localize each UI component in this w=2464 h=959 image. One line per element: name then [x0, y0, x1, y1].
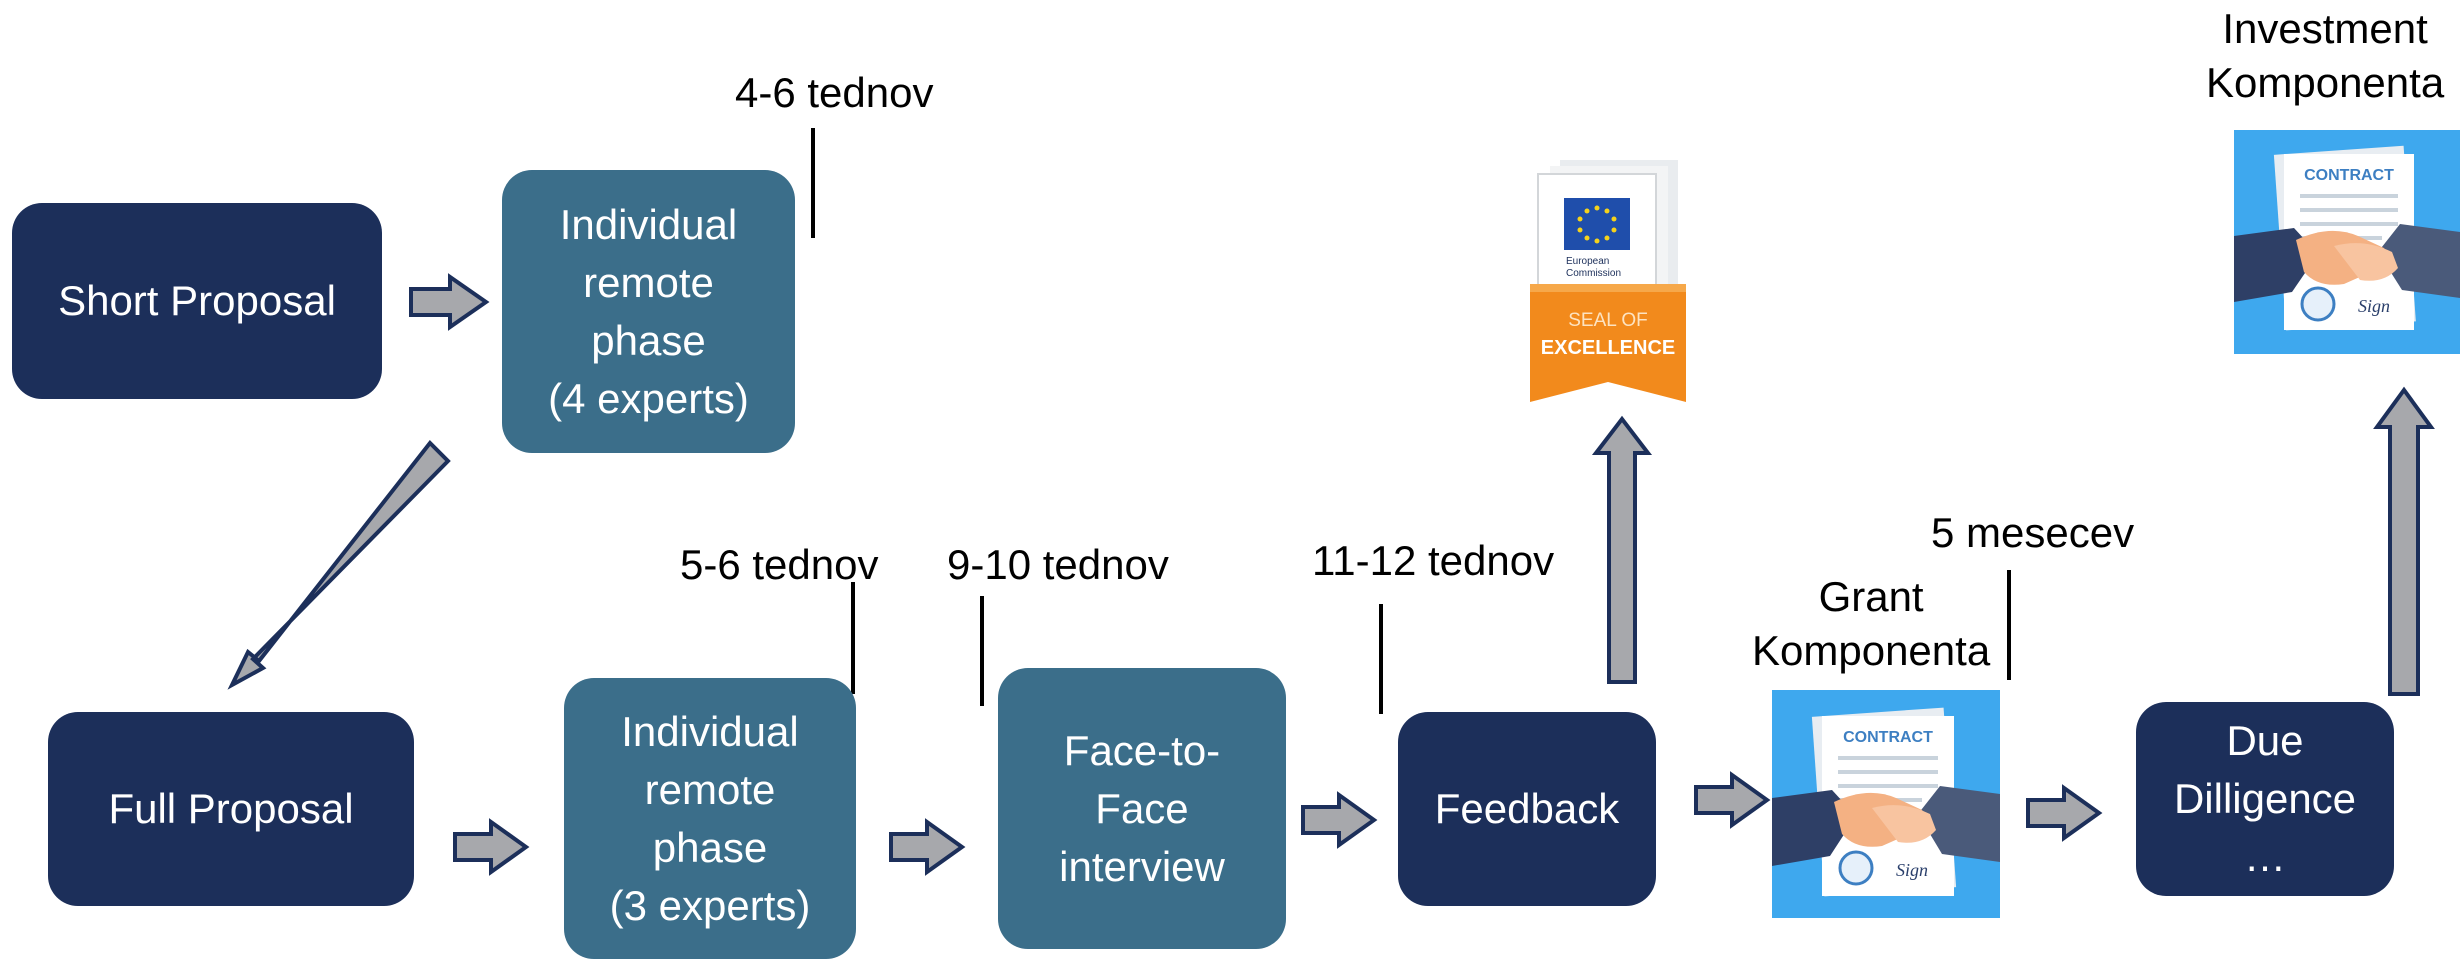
duration-label-remote-3: 5-6 tednov: [680, 541, 879, 588]
arrow-feedback-to-seal: [1591, 415, 1653, 684]
box-remote-phase-4-experts: Individual remote phase (4 experts): [502, 170, 795, 453]
svg-text:SEAL OF: SEAL OF: [1568, 310, 1648, 331]
box-full-proposal: Full Proposal: [48, 712, 414, 906]
contract-handshake-icon-investment: CONTRACT Sign: [2234, 130, 2460, 354]
box-feedback-label: Feedback: [1434, 785, 1620, 832]
svg-text:EXCELLENCE: EXCELLENCE: [1541, 337, 1675, 359]
svg-text:CONTRACT: CONTRACT: [2304, 167, 2394, 184]
arrow-short-to-remote: [409, 273, 490, 331]
investment-component-label: Investment Komponenta: [2206, 5, 2445, 106]
box-due-diligence-label: Due Dilligence …: [2173, 717, 2357, 880]
duration-label-grant: 5 mesecev: [1931, 509, 2135, 556]
box-face-to-face-label: Face-to- Face interview: [1059, 726, 1225, 890]
svg-text:Sign: Sign: [2358, 296, 2390, 316]
svg-text:Sign: Sign: [1896, 860, 1928, 880]
seal-of-excellence-icon: European Commission SEAL OF EXCELLENCE: [1524, 156, 1704, 406]
arrow-interview-to-feedback: [1301, 791, 1378, 849]
contract-handshake-icon-grant: CONTRACT Sign: [1772, 690, 2000, 918]
box-short-proposal-label: Short Proposal: [58, 277, 336, 324]
arrow-grant-to-due-diligence: [2026, 784, 2103, 842]
svg-text:CONTRACT: CONTRACT: [1843, 729, 1933, 746]
duration-label-remote-4: 4-6 tednov: [735, 69, 934, 116]
arrow-short-to-full: [227, 439, 451, 690]
box-remote-phase-3-label: Individual remote phase (3 experts): [609, 707, 811, 929]
box-full-proposal-label: Full Proposal: [108, 785, 354, 832]
svg-text:Commission: Commission: [1566, 268, 1621, 279]
box-feedback: Feedback: [1398, 712, 1656, 906]
duration-label-interview: 9-10 tednov: [947, 541, 1169, 588]
box-face-to-face-interview: Face-to- Face interview: [998, 668, 1286, 949]
svg-text:European: European: [1566, 256, 1609, 267]
duration-label-feedback: 11-12 tednov: [1312, 537, 1555, 584]
box-remote-phase-3-experts: Individual remote phase (3 experts): [564, 678, 856, 959]
arrow-full-to-remote: [453, 818, 530, 876]
arrow-remote-to-interview: [889, 818, 966, 876]
box-short-proposal: Short Proposal: [12, 203, 382, 399]
box-due-diligence: Due Dilligence …: [2136, 702, 2394, 896]
box-remote-phase-4-label: Individual remote phase (4 experts): [548, 200, 749, 422]
arrow-feedback-to-grant: [1694, 771, 1771, 829]
grant-component-label: Grant Komponenta: [1752, 573, 1991, 674]
arrow-due-diligence-to-investment: [2373, 386, 2435, 696]
